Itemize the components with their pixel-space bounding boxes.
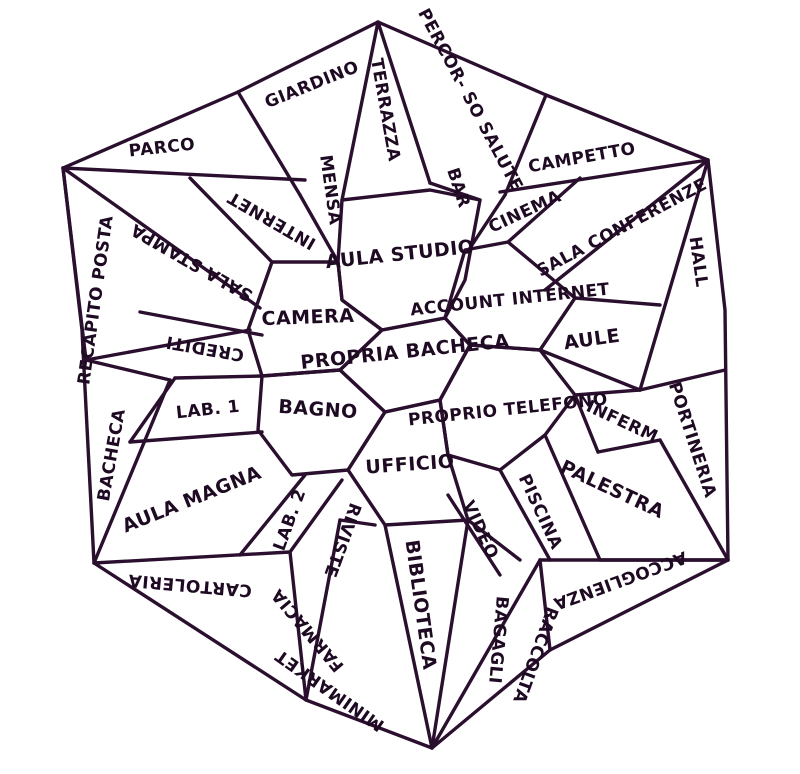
label-sala-stampa: SALA STAMPA (127, 219, 256, 305)
label-giardino: GIARDINO (262, 57, 362, 113)
label-aula-studio: AULA STUDIO (324, 236, 475, 274)
label-accoglienza: ACCOGLIENZA (550, 547, 689, 614)
label-riviste: RIVISTE (319, 500, 364, 580)
label-ufficio: UFFICIO (365, 450, 455, 478)
label-internet: INTERNET (224, 187, 319, 253)
inner-cells (246, 188, 577, 527)
label-mensa: MENSA (315, 154, 345, 227)
label-bagagli: BAGAGLI (484, 595, 512, 684)
label-bagno: BAGNO (278, 396, 359, 423)
label-percorso-salute: PERCOR- SO SALUTE (413, 5, 526, 194)
center-label-propria: PROPRIA BACHECA (299, 330, 510, 374)
label-terrazza: TERRAZZA (366, 57, 404, 164)
label-hall: HALL (685, 235, 712, 288)
label-aule: AULE (562, 325, 621, 355)
label-crediti: CREDITI (164, 331, 245, 364)
label-parco: PARCO (128, 135, 196, 162)
label-palestra: PALESTRA (557, 456, 668, 523)
label-campetto: CAMPETTO (527, 139, 637, 178)
label-aula-magna: AULA MAGNA (119, 462, 264, 538)
room-partitions (61, 20, 730, 750)
label-cinema: CINEMA (486, 186, 565, 237)
label-sala-conferenze: SALA CONFERENZE (533, 175, 710, 282)
label-recapito-posta: RECAPITO POSTA (74, 214, 118, 386)
cell-ufficio (346, 398, 470, 527)
label-biblioteca: BIBLIOTECA (400, 539, 440, 672)
room-labels: PROPRIA BACHECA CAMERA AULA STUDIO ACCOU… (74, 5, 720, 735)
label-proprio-telefono: PROPRIO TELEFONO (407, 390, 609, 431)
label-account-internet: ACCOUNT INTERNET (409, 280, 610, 321)
label-camera: CAMERA (261, 305, 355, 330)
label-lab1: LAB. 1 (175, 397, 241, 424)
label-raccolta: RACCOLTA (508, 604, 561, 706)
label-portineria: PORTINERIA (664, 380, 720, 501)
label-lab2: LAB. 2 (270, 486, 311, 553)
